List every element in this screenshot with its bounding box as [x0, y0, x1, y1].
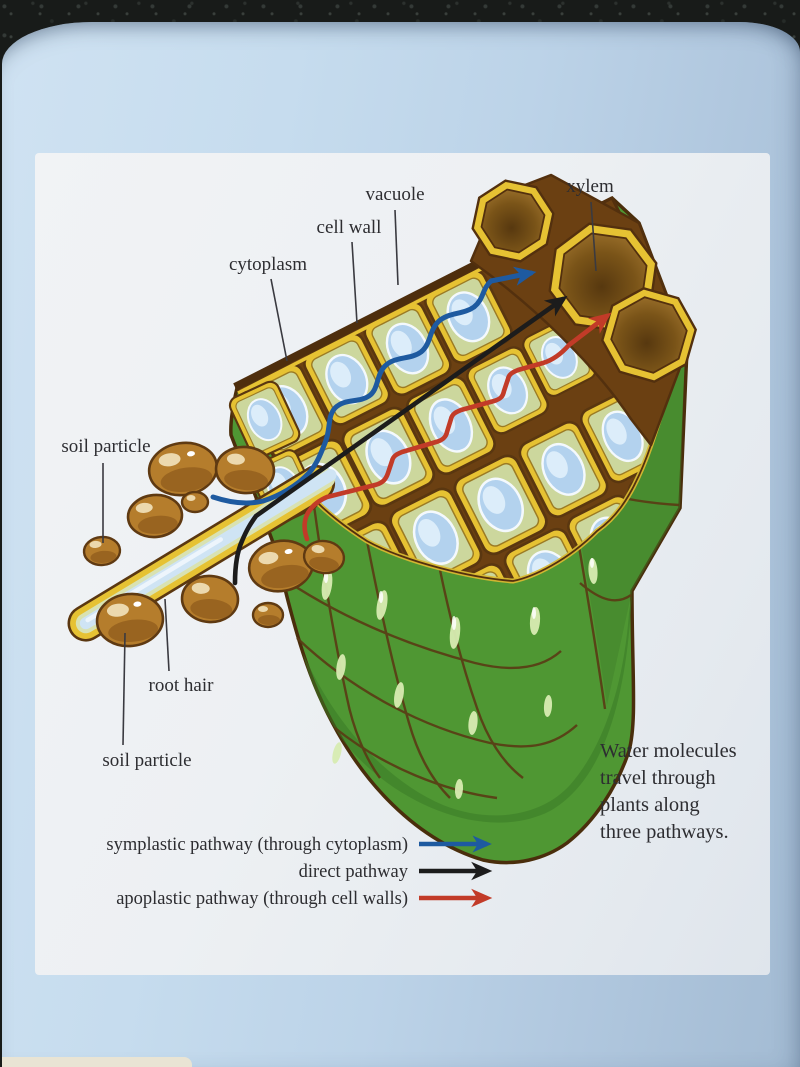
- gloss-highlights: [276, 471, 598, 799]
- leader-xylem: [590, 201, 597, 272]
- apoplastic-pathway-arrow: [302, 312, 612, 542]
- soil-particle: [126, 493, 184, 539]
- label-vacuole: vacuole: [365, 184, 424, 205]
- direct-pathway-arrow: [232, 295, 568, 586]
- soil-particle: [251, 601, 285, 629]
- soil-particle: [82, 535, 122, 567]
- caption-line: plants along: [600, 794, 700, 816]
- root-water-uptake-diagram: vacuole cell wall cytoplasm xylem soil p…: [61, 153, 770, 909]
- part-labels: vacuole cell wall cytoplasm xylem soil p…: [61, 176, 614, 771]
- legend-item-apoplastic: apoplastic pathway (through cell walls): [116, 888, 493, 909]
- label-cell-wall: cell wall: [317, 217, 382, 238]
- label-root-hair: root hair: [149, 675, 215, 696]
- legend-label: direct pathway: [299, 862, 409, 882]
- label-soil-particle-bottom: soil particle: [102, 750, 191, 771]
- soil-particle: [302, 539, 346, 575]
- legend-label: symplastic pathway (through cytoplasm): [106, 835, 408, 855]
- symplastic-pathway-arrow: [210, 266, 537, 506]
- soil-particle: [95, 592, 165, 648]
- label-soil-particle-top: soil particle: [61, 436, 150, 457]
- label-cytoplasm: cytoplasm: [229, 254, 307, 275]
- caption-line: three pathways.: [600, 821, 729, 843]
- legend-item-symplastic: symplastic pathway (through cytoplasm): [106, 835, 492, 855]
- soil-particles: [82, 441, 346, 648]
- figure-caption: Water molecules travel through plants al…: [600, 740, 737, 843]
- soil-particle: [180, 490, 210, 514]
- leader-cytoplasm: [270, 278, 288, 362]
- soil-particle: [247, 539, 315, 593]
- leader-lines: [102, 201, 597, 746]
- leader-root-hair: [164, 598, 170, 672]
- caption-line: travel through: [600, 767, 716, 789]
- xylem-vessels: [468, 175, 703, 447]
- caption-line: Water molecules: [600, 740, 737, 762]
- legend-label: apoplastic pathway (through cell walls): [116, 889, 408, 909]
- soil-particle: [147, 441, 219, 497]
- page-underneath: [2, 1057, 192, 1067]
- leader-soil-particle-bottom: [122, 632, 126, 746]
- pathway-legend: symplastic pathway (through cytoplasm) d…: [106, 835, 493, 909]
- label-xylem: xylem: [566, 176, 614, 197]
- soil-particle: [180, 574, 240, 624]
- legend-item-direct: direct pathway: [299, 861, 493, 882]
- leader-vacuole: [394, 209, 399, 286]
- leader-cell-wall: [351, 241, 358, 324]
- illustration-panel: vacuole cell wall cytoplasm xylem soil p…: [35, 153, 770, 975]
- book-page: vacuole cell wall cytoplasm xylem soil p…: [2, 22, 800, 1067]
- soil-particle: [214, 445, 276, 495]
